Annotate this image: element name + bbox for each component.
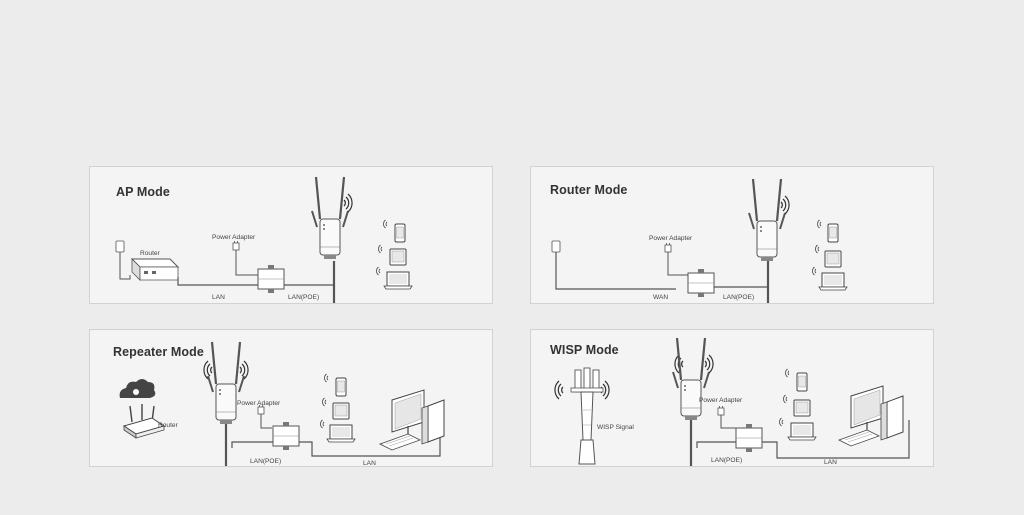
wisp-signal-label: WISP Signal <box>597 424 634 431</box>
outdoor-ap-icon <box>206 340 246 426</box>
laptop-icon <box>818 272 848 291</box>
laptop-icon <box>383 271 413 290</box>
laptop-icon <box>326 424 356 443</box>
wisp-mode-panel: WISP Mode WISP Signal Power Adapter LAN(… <box>530 329 934 467</box>
power-adapter-label: Power Adapter <box>649 235 693 242</box>
wifi-small-icon <box>322 397 327 407</box>
poe-injector-icon <box>272 421 300 451</box>
repeater-mode-diagram <box>119 340 445 466</box>
lanpoe-label: LAN(POE) <box>288 294 320 301</box>
wifi-small-icon <box>785 368 790 378</box>
tablet-icon <box>389 248 407 266</box>
outdoor-ap-icon <box>747 177 787 263</box>
panel-title: AP Mode <box>116 185 170 199</box>
wifi-small-icon <box>376 266 381 276</box>
router-icon <box>122 404 166 439</box>
power-adapter-label: Power Adapter <box>212 234 256 241</box>
wisp-tower-icon <box>554 367 610 465</box>
repeater-mode-panel: Repeater Mode Router Power Adapter LAN(P… <box>89 329 493 467</box>
phone-icon <box>796 372 808 392</box>
tablet-icon <box>824 250 842 268</box>
wifi-signal-icon <box>780 195 790 215</box>
poe-injector-icon <box>687 268 715 298</box>
power-adapter-label: Power Adapter <box>237 400 281 407</box>
wifi-small-icon <box>779 417 784 427</box>
tablet-icon <box>793 399 811 417</box>
wall-socket-icon <box>115 240 125 253</box>
wisp-mode-diagram <box>554 336 910 466</box>
wifi-small-icon <box>812 266 817 276</box>
power-adapter-icon <box>232 240 240 251</box>
router-label: Router <box>140 250 160 257</box>
internet-cloud-icon <box>119 379 156 398</box>
poe-injector-icon <box>257 264 285 294</box>
power-adapter-label: Power Adapter <box>699 397 743 404</box>
router-icon <box>130 258 180 281</box>
wifi-small-icon <box>320 419 325 429</box>
wifi-small-icon <box>817 219 822 229</box>
lanpoe-label: LAN(POE) <box>723 294 755 301</box>
poe-injector-icon <box>735 423 763 453</box>
lanpoe-label: LAN(POE) <box>711 457 743 464</box>
panel-title: WISP Mode <box>550 343 619 357</box>
wifi-small-icon <box>815 244 820 254</box>
wifi-small-icon <box>383 219 388 229</box>
wifi-signal-icon <box>704 354 714 374</box>
outdoor-ap-icon <box>310 175 350 261</box>
ap-mode-panel: AP Mode Router Power Adapter LAN LAN(POE… <box>89 166 493 304</box>
lanpoe-label: LAN(POE) <box>250 458 282 465</box>
panel-title: Repeater Mode <box>113 345 204 359</box>
outdoor-ap-icon <box>671 336 711 422</box>
panel-title: Router Mode <box>550 183 628 197</box>
laptop-icon <box>787 422 817 441</box>
lan-label: LAN <box>824 459 837 466</box>
wan-label: WAN <box>653 294 669 301</box>
phone-icon <box>335 377 347 397</box>
power-adapter-icon <box>664 242 672 253</box>
power-adapter-icon <box>717 405 725 416</box>
wifi-small-icon <box>783 394 788 404</box>
router-label: Router <box>158 422 178 429</box>
lan-label: LAN <box>363 460 376 467</box>
ap-mode-diagram <box>115 175 413 303</box>
desktop-pc-icon <box>379 389 445 451</box>
router-mode-diagram <box>551 177 848 303</box>
wifi-small-icon <box>324 373 329 383</box>
desktop-pc-icon <box>838 385 904 447</box>
router-mode-panel: Router Mode Power Adapter WAN LAN(POE) <box>530 166 934 304</box>
phone-icon <box>827 223 839 243</box>
phone-icon <box>394 223 406 243</box>
wall-socket-icon <box>551 240 561 253</box>
wifi-small-icon <box>378 244 383 254</box>
lan-label: LAN <box>212 294 225 301</box>
wifi-signal-icon <box>343 193 353 213</box>
tablet-icon <box>332 402 350 420</box>
